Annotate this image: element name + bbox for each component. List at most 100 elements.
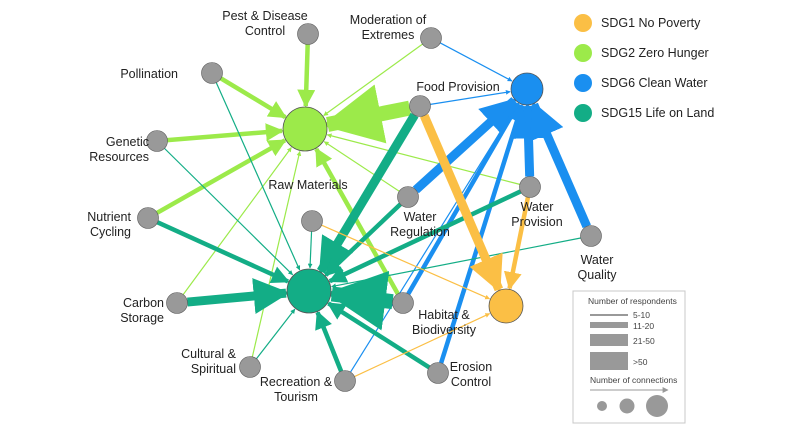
node-label-line: Resources <box>89 150 149 164</box>
node-label-line: Habitat & <box>418 308 470 322</box>
respondent-label-5-10: 5-10 <box>633 310 650 320</box>
legend-item-sdg1: SDG1 No Poverty <box>574 14 701 32</box>
sdg-node-sdg1[interactable] <box>488 288 524 324</box>
edge-cultural-to-sdg15 <box>255 308 296 360</box>
respondents-legend-title: Number of respondents <box>588 296 677 306</box>
node-label-line: Storage <box>120 311 164 325</box>
node-label-line: Tourism <box>274 390 318 404</box>
edge-erosion-to-sdg15 <box>326 301 431 370</box>
edge-food-to-sdg6 <box>430 89 511 105</box>
edge-pollination-to-sdg15 <box>215 82 301 271</box>
edge-carbon-to-sdg15 <box>187 278 290 314</box>
edge-waterreg-to-sdg6 <box>412 97 518 194</box>
respondent-bar-gt50 <box>590 352 628 370</box>
node-label-line: Water <box>581 253 614 267</box>
edge-food-to-sdg2 <box>321 84 412 144</box>
service-node-cultural[interactable] <box>239 356 261 378</box>
edge-recreation-to-sdg15 <box>315 310 344 373</box>
service-node-pest[interactable] <box>297 23 319 45</box>
sdg-node-sdg2[interactable] <box>282 106 328 152</box>
node-label-cultural: Cultural &Spiritual <box>181 347 237 376</box>
service-node-recreation[interactable] <box>334 370 356 392</box>
connections-size-small <box>597 401 607 411</box>
node-label-line: Provision <box>511 215 562 229</box>
node-label-habitat: Habitat &Biodiversity <box>412 308 477 337</box>
edge-pest-to-sdg2 <box>297 44 316 108</box>
service-node-pollination[interactable] <box>201 62 223 84</box>
respondent-bar-5-10 <box>590 314 628 316</box>
sdg-node-sdg15[interactable] <box>286 268 332 314</box>
connections-size-medium <box>619 398 635 414</box>
service-node-moderation[interactable] <box>420 27 442 49</box>
edge-moderation-to-sdg6 <box>439 42 513 82</box>
node-label-line: Spiritual <box>191 362 236 376</box>
node-label-line: Cultural & <box>181 347 237 361</box>
edge-waterprov-to-sdg15 <box>328 189 522 284</box>
edge-waterprov-to-sdg1 <box>503 196 531 291</box>
service-node-habitat[interactable] <box>392 292 414 314</box>
respondent-label-11-20: 11-20 <box>633 321 654 331</box>
edge-waterprov-to-sdg2 <box>326 133 520 185</box>
connections-size-large <box>646 395 668 417</box>
service-node-food[interactable] <box>409 95 431 117</box>
node-label-line: Quality <box>578 268 618 282</box>
node-label-line: Control <box>245 24 285 38</box>
node-label-line: Genetic <box>106 135 149 149</box>
node-label-pollination: Pollination <box>120 67 178 81</box>
node-label-line: Water <box>521 200 554 214</box>
edge-nutrient-to-sdg2 <box>156 138 287 215</box>
node-label-line: Recreation & <box>260 375 333 389</box>
edge-genetic-to-sdg15 <box>164 147 294 276</box>
edge-waterqual-to-sdg6 <box>529 101 591 229</box>
node-label-line: Extremes <box>362 28 415 42</box>
service-node-waterprov[interactable] <box>519 176 541 198</box>
edge-layer <box>156 42 591 378</box>
edge-waterreg-to-sdg2 <box>323 141 400 192</box>
service-node-nutrient[interactable] <box>137 207 159 229</box>
respondent-label-gt50: >50 <box>633 357 648 367</box>
size-legend: Number of respondents 5-10 11-20 21-50 >… <box>572 290 686 424</box>
legend-item-sdg2: SDG2 Zero Hunger <box>574 44 709 62</box>
edge-genetic-to-sdg2 <box>167 123 284 143</box>
edge-food-to-sdg15 <box>316 112 419 275</box>
edge-waterreg-to-sdg15 <box>324 202 402 277</box>
service-node-genetic[interactable] <box>146 130 168 152</box>
service-node-raw[interactable] <box>301 210 323 232</box>
service-node-waterqual[interactable] <box>580 225 602 247</box>
legend-label-sdg6: SDG6 Clean Water <box>601 76 708 90</box>
sdg-node-sdg6[interactable] <box>510 72 544 106</box>
node-label-food: Food Provision <box>416 80 499 94</box>
node-label-line: Carbon <box>123 296 164 310</box>
legend-item-sdg15: SDG15 Life on Land <box>574 104 714 122</box>
sdg-legend: SDG1 No Poverty SDG2 Zero Hunger SDG6 Cl… <box>574 14 714 122</box>
node-label-line: Biodiversity <box>412 323 477 337</box>
edge-habitat-to-sdg2 <box>314 147 400 295</box>
service-node-erosion[interactable] <box>427 362 449 384</box>
node-label-line: Raw Materials <box>268 178 347 192</box>
service-node-carbon[interactable] <box>166 292 188 314</box>
legend-dot-sdg6 <box>574 74 592 92</box>
node-label-line: Pest & Disease <box>222 9 308 23</box>
connections-legend-title: Number of connections <box>590 375 677 385</box>
legend-label-sdg2: SDG2 Zero Hunger <box>601 46 709 60</box>
edge-recreation-to-sdg1 <box>354 313 491 378</box>
legend-dot-sdg1 <box>574 14 592 32</box>
node-label-line: Water <box>404 210 437 224</box>
node-layer <box>137 23 602 392</box>
edge-pollination-to-sdg2 <box>219 76 287 120</box>
legend-dot-sdg2 <box>574 44 592 62</box>
node-label-line: Regulation <box>390 225 450 239</box>
service-node-waterreg[interactable] <box>397 186 419 208</box>
respondent-bar-21-50 <box>590 334 628 346</box>
legend-label-sdg15: SDG15 Life on Land <box>601 106 714 120</box>
node-label-line: Erosion <box>450 360 492 374</box>
